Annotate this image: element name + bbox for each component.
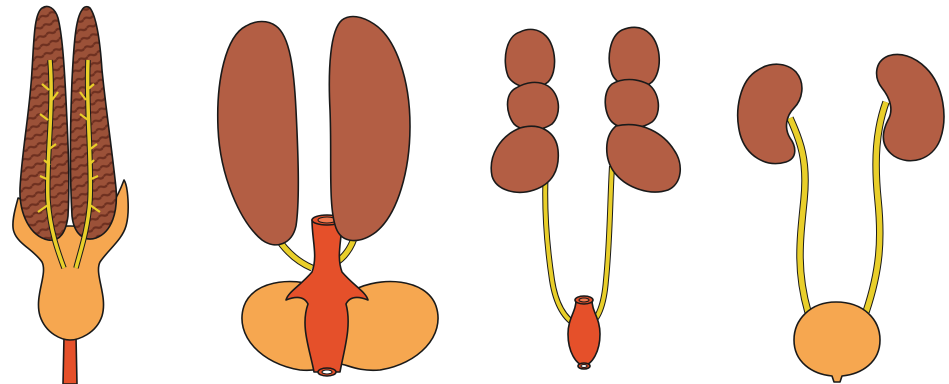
kidney-left bbox=[491, 29, 558, 192]
kidney-left bbox=[738, 64, 802, 163]
ureters bbox=[790, 102, 886, 312]
kidney-right bbox=[71, 7, 117, 239]
panel-3 bbox=[491, 27, 680, 369]
cloaca-outlet bbox=[63, 336, 77, 384]
panel-1 bbox=[13, 6, 128, 384]
kidney-left bbox=[20, 6, 69, 240]
kidney-right bbox=[605, 27, 680, 192]
panel-2 bbox=[218, 17, 438, 376]
bladder bbox=[794, 302, 880, 382]
kidney-left bbox=[218, 22, 299, 245]
panel-4 bbox=[738, 55, 944, 383]
bladder bbox=[568, 300, 600, 366]
kidney-right bbox=[329, 17, 410, 241]
